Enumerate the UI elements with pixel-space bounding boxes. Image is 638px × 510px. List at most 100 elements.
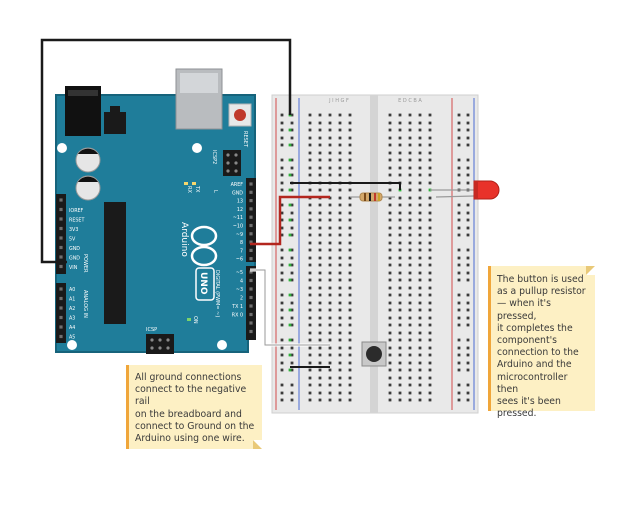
- breadboard-hole: [408, 143, 412, 147]
- rail-hole: [290, 248, 294, 252]
- breadboard-hole: [318, 338, 322, 342]
- breadboard-hole: [408, 353, 412, 357]
- breadboard-hole: [428, 398, 432, 402]
- digital-pin-label: GND: [232, 190, 243, 196]
- breadboard-hole: [328, 241, 332, 245]
- breadboard-hole: [428, 301, 432, 305]
- power-pin-label: GND: [69, 256, 80, 262]
- rail-hole: [457, 121, 461, 125]
- breadboard-hole: [328, 323, 332, 327]
- breadboard-hole: [338, 218, 342, 222]
- breadboard-hole: [318, 113, 322, 117]
- rail-hole: [466, 263, 470, 267]
- breadboard-hole: [328, 128, 332, 132]
- rail-hole: [290, 346, 294, 350]
- breadboard-hole: [408, 151, 412, 155]
- breadboard-hole: [408, 241, 412, 245]
- breadboard-hole: [328, 211, 332, 215]
- breadboard-hole: [338, 368, 342, 372]
- breadboard-hole: [388, 271, 392, 275]
- reset-label: RESET: [242, 131, 248, 148]
- breadboard-hole: [388, 398, 392, 402]
- breadboard-hole: [428, 271, 432, 275]
- rail-hole: [466, 361, 470, 365]
- breadboard-hole: [318, 263, 322, 267]
- breadboard-hole: [338, 338, 342, 342]
- rail-hole: [290, 383, 294, 387]
- breadboard-hole: [428, 391, 432, 395]
- digital-pin-label: ~11: [233, 215, 243, 221]
- breadboard-hole: [398, 346, 402, 350]
- breadboard-hole: [428, 256, 432, 260]
- breadboard-hole: [318, 293, 322, 297]
- model-label: UNO: [198, 272, 208, 295]
- rail-hole: [290, 256, 294, 260]
- breadboard-hole: [308, 263, 312, 267]
- header-pin: [249, 223, 253, 228]
- rail-hole: [290, 398, 294, 402]
- breadboard-hole: [328, 256, 332, 260]
- breadboard-hole: [408, 211, 412, 215]
- header-pin: [249, 304, 253, 308]
- rail-hole: [457, 271, 461, 275]
- breadboard-hole: [418, 383, 422, 387]
- breadboard-hole: [408, 173, 412, 177]
- breadboard-hole: [388, 323, 392, 327]
- breadboard-hole: [398, 376, 402, 380]
- rail-hole: [457, 278, 461, 282]
- rail-hole: [280, 301, 284, 305]
- power-section-label: POWER: [82, 254, 88, 273]
- rail-hole-active: [288, 218, 292, 222]
- breadboard-hole: [318, 301, 322, 305]
- digital-pin-label: ~6: [236, 257, 243, 263]
- breadboard-hole: [428, 151, 432, 155]
- header-pin: [59, 287, 63, 291]
- note-fold: [253, 440, 262, 449]
- breadboard-hole: [398, 286, 402, 290]
- breadboard-hole: [408, 121, 412, 125]
- rail-hole: [466, 128, 470, 132]
- arduino-logo: [190, 225, 218, 267]
- digital-pin-label: 2: [240, 296, 243, 302]
- header-pin: [249, 312, 253, 317]
- breadboard-hole: [328, 368, 332, 372]
- breadboard-hole: [408, 196, 412, 200]
- power-header: [56, 194, 66, 274]
- breadboard-hole: [308, 166, 312, 170]
- breadboard-hole: [418, 226, 422, 230]
- rail-hole: [290, 368, 294, 372]
- breadboard-hole: [338, 256, 342, 260]
- breadboard-hole: [348, 301, 352, 305]
- rail-hole: [290, 128, 294, 132]
- breadboard-hole: [398, 256, 402, 260]
- breadboard-hole: [428, 383, 432, 387]
- breadboard-hole: [348, 361, 352, 365]
- header-pin: [249, 207, 253, 211]
- digital-pin-label: 8: [240, 240, 243, 246]
- breadboard-hole: [318, 158, 322, 162]
- icsp-header: [146, 334, 174, 354]
- rail-hole: [280, 338, 284, 342]
- breadboard-hole: [328, 286, 332, 290]
- breadboard-hole: [338, 391, 342, 395]
- rail-hole: [280, 143, 284, 147]
- breadboard-hole: [328, 301, 332, 305]
- digital-pin-label: 13: [237, 199, 243, 205]
- rail-hole: [290, 173, 294, 177]
- rail-hole: [290, 136, 294, 140]
- breadboard-hole: [338, 271, 342, 275]
- icsp2-header: [223, 150, 241, 176]
- breadboard-hole: [428, 226, 432, 230]
- breadboard-hole: [408, 391, 412, 395]
- breadboard-hole: [318, 211, 322, 215]
- mounting-hole: [67, 340, 77, 350]
- breadboard-hole: [308, 211, 312, 215]
- rail-hole: [280, 398, 284, 402]
- breadboard-hole: [318, 151, 322, 155]
- breadboard-hole: [338, 308, 342, 312]
- breadboard-hole: [338, 158, 342, 162]
- breadboard-hole: [318, 398, 322, 402]
- breadboard-hole: [408, 368, 412, 372]
- rail-hole: [466, 136, 470, 140]
- rail-hole: [280, 361, 284, 365]
